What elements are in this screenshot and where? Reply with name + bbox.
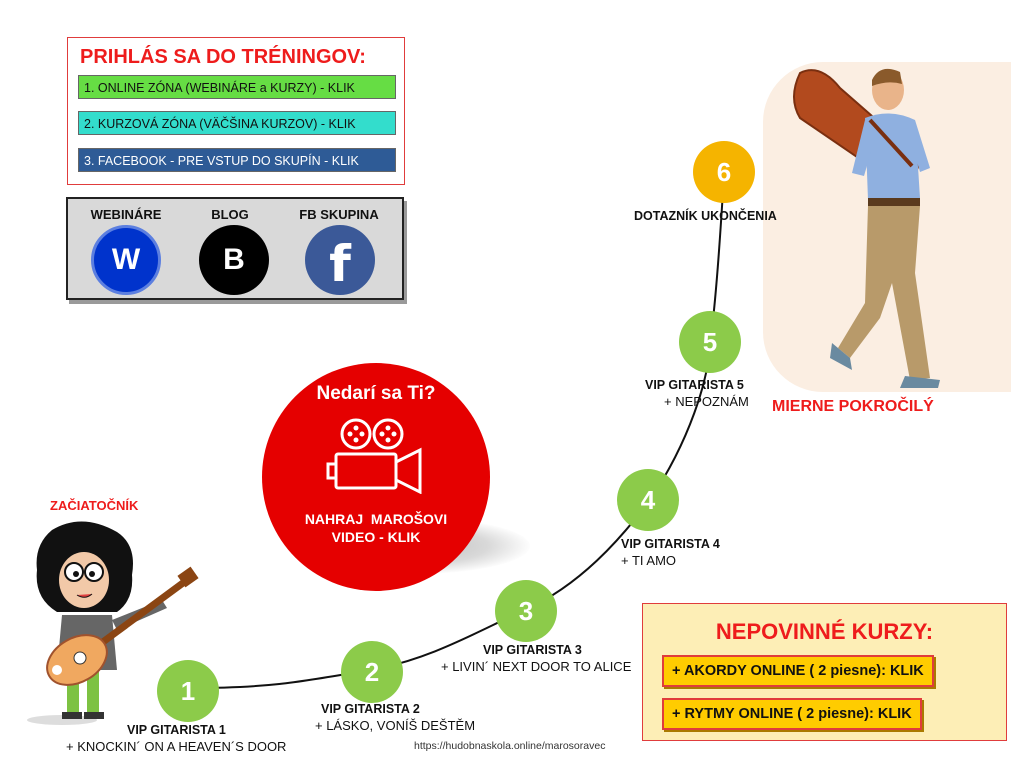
optional-courses-title: NEPOVINNÉ KURZY: <box>715 619 934 644</box>
video-camera-icon <box>326 418 422 494</box>
video-cta-line1: NAHRAJ MAROŠOVI <box>304 511 448 527</box>
milestone-1-title: VIP GITARISTA 1 <box>127 723 226 737</box>
course-zone-link[interactable]: 2. KURZOVÁ ZÓNA (VÄČŠINA KURZOV) - KLIK <box>78 111 396 135</box>
milestone-4[interactable]: 4 <box>617 469 679 531</box>
milestone-2-song: + LÁSKO, VONÍŠ DEŠTĚM <box>315 718 476 733</box>
webinars-button[interactable]: W <box>91 225 161 295</box>
rhythms-online-button[interactable]: + RYTMY ONLINE ( 2 piesne): KLIK <box>662 698 922 730</box>
footer-url[interactable]: https://hudobnaskola.online/marosoravec <box>414 740 606 752</box>
beginner-label: ZAČIATOČNÍK <box>50 498 139 513</box>
milestone-4-number: 4 <box>640 484 656 515</box>
milestone-4-song: + TI AMO <box>621 553 677 568</box>
webinars-letter-icon: W <box>111 243 141 276</box>
milestone-1-song: + KNOCKIN´ ON A HEAVEN´S DOOR <box>66 739 287 754</box>
fb-group-button[interactable]: f <box>305 225 375 295</box>
webinars-label: WEBINÁRE <box>90 207 162 222</box>
video-title: Nedarí sa Ti? <box>316 383 436 404</box>
milestone-5-title: VIP GITARISTA 5 <box>645 378 744 392</box>
milestone-4-title: VIP GITARISTA 4 <box>621 537 720 551</box>
milestone-1[interactable]: 1 <box>157 660 219 722</box>
facebook-icon: f <box>329 235 351 293</box>
online-zone-link[interactable]: 1. ONLINE ZÓNA (WEBINÁRE a KURZY) - KLIK <box>78 75 396 99</box>
milestone-5-number: 5 <box>702 326 718 357</box>
milestone-2[interactable]: 2 <box>341 641 403 703</box>
advanced-label: MIERNE POKROČILÝ <box>772 398 934 415</box>
milestone-2-number: 2 <box>364 656 380 687</box>
milestone-3-number: 3 <box>518 595 534 626</box>
login-title: PRIHLÁS SA DO TRÉNINGOV: <box>80 46 366 68</box>
milestone-6-title: DOTAZNÍK UKONČENIA <box>634 209 777 223</box>
milestone-3-song: + LIVIN´ NEXT DOOR TO ALICE <box>441 659 632 674</box>
milestone-2-title: VIP GITARISTA 2 <box>321 702 420 716</box>
milestone-3[interactable]: 3 <box>495 580 557 642</box>
fb-group-label: FB SKUPINA <box>299 207 379 222</box>
milestone-6[interactable]: 6 <box>693 141 755 203</box>
video-call-to-action: NAHRAJ MAROŠOVI VIDEO - KLIK <box>262 510 490 546</box>
blog-button[interactable]: B <box>199 225 269 295</box>
blog-label: BLOG <box>211 207 249 222</box>
blog-letter-icon: B <box>223 243 245 276</box>
facebook-groups-link[interactable]: 3. FACEBOOK - PRE VSTUP DO SKUPÍN - KLIK <box>78 148 396 172</box>
chords-online-button[interactable]: + AKORDY ONLINE ( 2 piesne): KLIK <box>662 655 934 687</box>
advanced-guitarist-illustration <box>793 68 940 388</box>
milestone-5[interactable]: 5 <box>679 311 741 373</box>
milestone-1-number: 1 <box>180 675 196 706</box>
beginner-guitarist-illustration <box>27 521 199 725</box>
milestone-5-song: + NEPOZNÁM <box>664 394 749 409</box>
upload-video-button[interactable] <box>262 363 490 591</box>
milestone-3-title: VIP GITARISTA 3 <box>483 643 582 657</box>
video-cta-line2: VIDEO - KLIK <box>331 529 421 545</box>
milestone-6-number: 6 <box>716 156 732 187</box>
